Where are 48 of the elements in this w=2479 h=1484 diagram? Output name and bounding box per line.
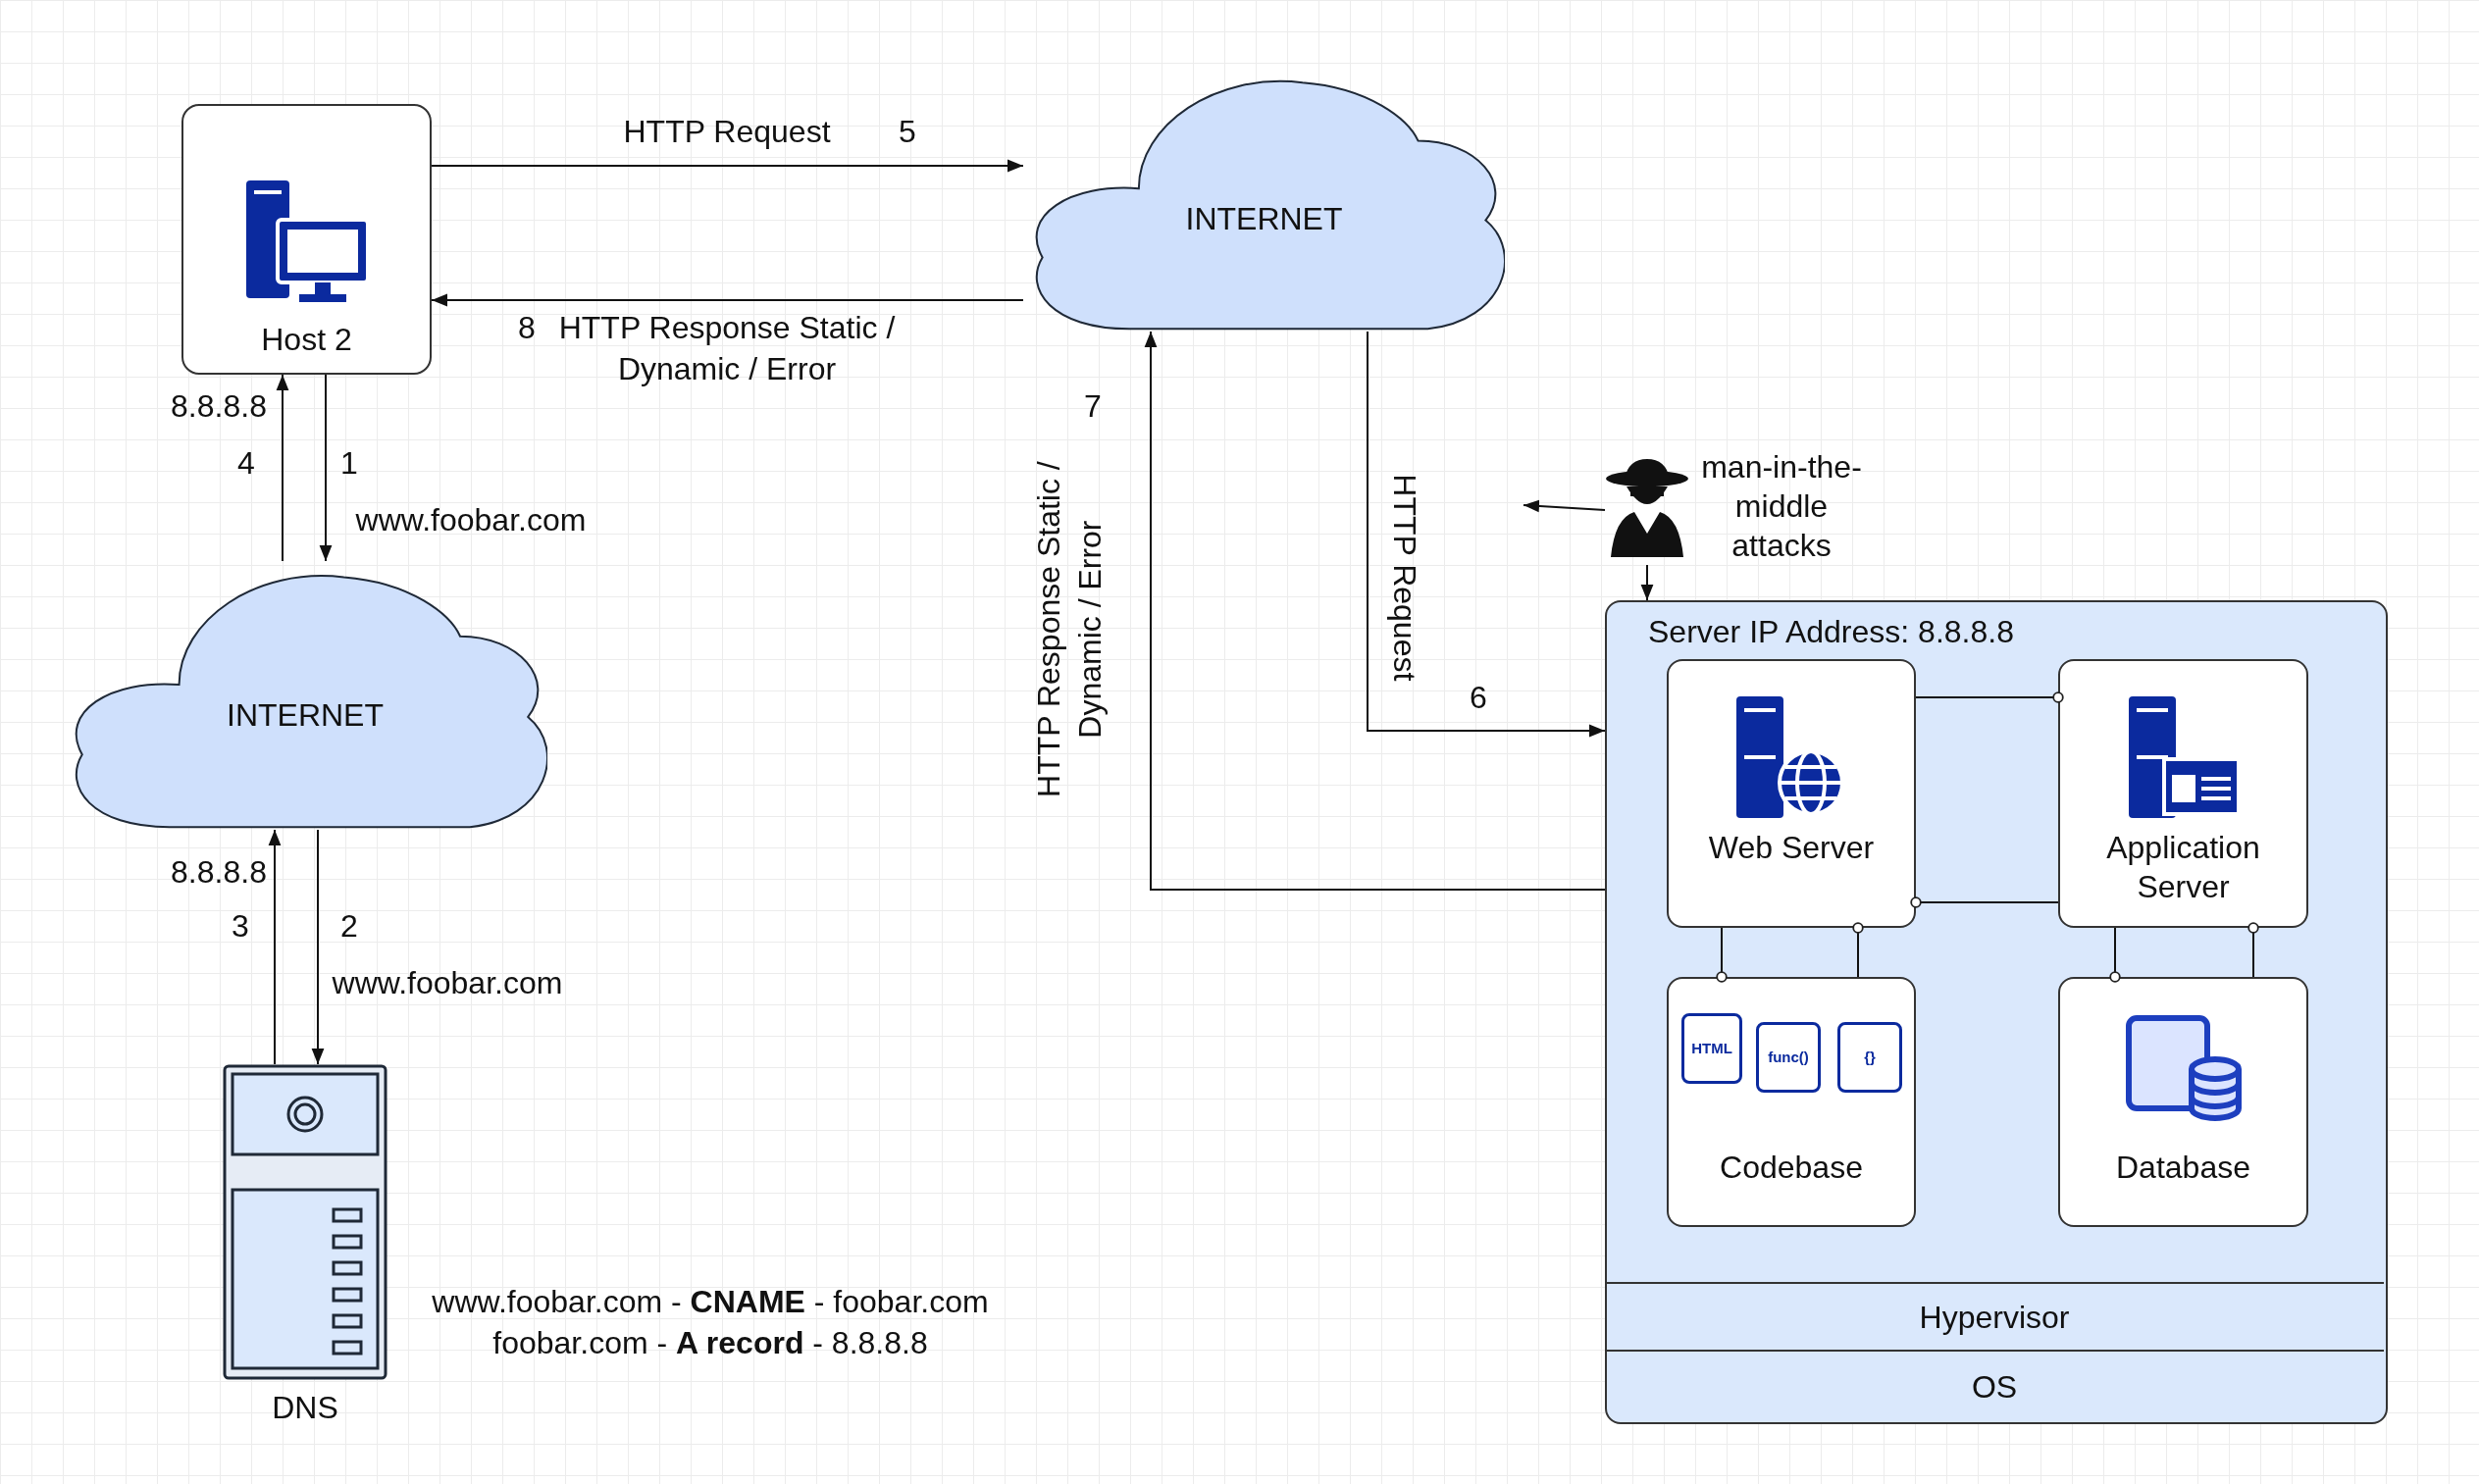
step-number: 4: [237, 444, 255, 483]
step-number: 7: [1084, 387, 1102, 426]
step-number: 6: [1470, 679, 1487, 717]
component-label: Database: [2115, 1149, 2251, 1187]
connector-arrow: [431, 159, 1024, 173]
host-box: [181, 104, 432, 375]
layer-label: OS: [1971, 1368, 2018, 1407]
step-number: 8: [518, 309, 536, 347]
edge-label: 8.8.8.8: [171, 387, 267, 426]
file-icon: {}: [1837, 1022, 1902, 1093]
file-icon: HTML: [1681, 1013, 1742, 1084]
edge-label: HTTP Request: [1385, 474, 1423, 682]
component-box: [1667, 659, 1916, 928]
cloud-label: INTERNET: [227, 696, 384, 735]
component-label: Application Server: [2105, 829, 2261, 906]
edge-label: HTTP Response Static / Dynamic / Error: [557, 309, 897, 388]
step-number: 1: [340, 444, 358, 483]
step-number: 5: [899, 113, 916, 151]
component-label: Web Server: [1707, 829, 1876, 867]
server-ip-label: Server IP Address: 8.8.8.8: [1648, 614, 2014, 649]
component-label: Codebase: [1719, 1149, 1864, 1187]
host-label: Host 2: [261, 321, 352, 359]
edge-label: HTTP Request: [623, 113, 831, 151]
edge-label: www.foobar.com: [332, 964, 563, 1002]
connector-arrow: [311, 829, 325, 1065]
attack-label: man-in-the-middle attacks: [1700, 448, 1863, 565]
component-box: [2058, 659, 2308, 928]
file-icon: func(): [1756, 1022, 1821, 1093]
connector-arrow: [319, 374, 333, 562]
component-box: [2058, 977, 2308, 1227]
connector-arrow: [431, 293, 1024, 307]
connector-arrow: [1144, 331, 1606, 891]
step-number: 3: [232, 907, 249, 946]
server-panel: [1605, 600, 2388, 1424]
connector-arrow: [1640, 564, 1654, 601]
dns-label: DNS: [272, 1389, 338, 1427]
dns-record-text: foobar.com - A record - 8.8.8.8: [492, 1324, 928, 1362]
connector-arrow: [1367, 331, 1606, 738]
step-number: 2: [340, 907, 358, 946]
dns-record-text: www.foobar.com - CNAME - foobar.com: [432, 1283, 989, 1321]
edge-label: HTTP Response Static / Dynamic / Error: [1030, 460, 1109, 799]
layer-label: Hypervisor: [1919, 1298, 2070, 1337]
edge-label: www.foobar.com: [355, 501, 587, 539]
connector-arrow: [276, 374, 289, 562]
edge-label: 8.8.8.8: [171, 853, 267, 892]
connector-arrow: [268, 829, 282, 1065]
cloud-label: INTERNET: [1185, 200, 1343, 238]
connector-arrow: [1523, 499, 1606, 513]
